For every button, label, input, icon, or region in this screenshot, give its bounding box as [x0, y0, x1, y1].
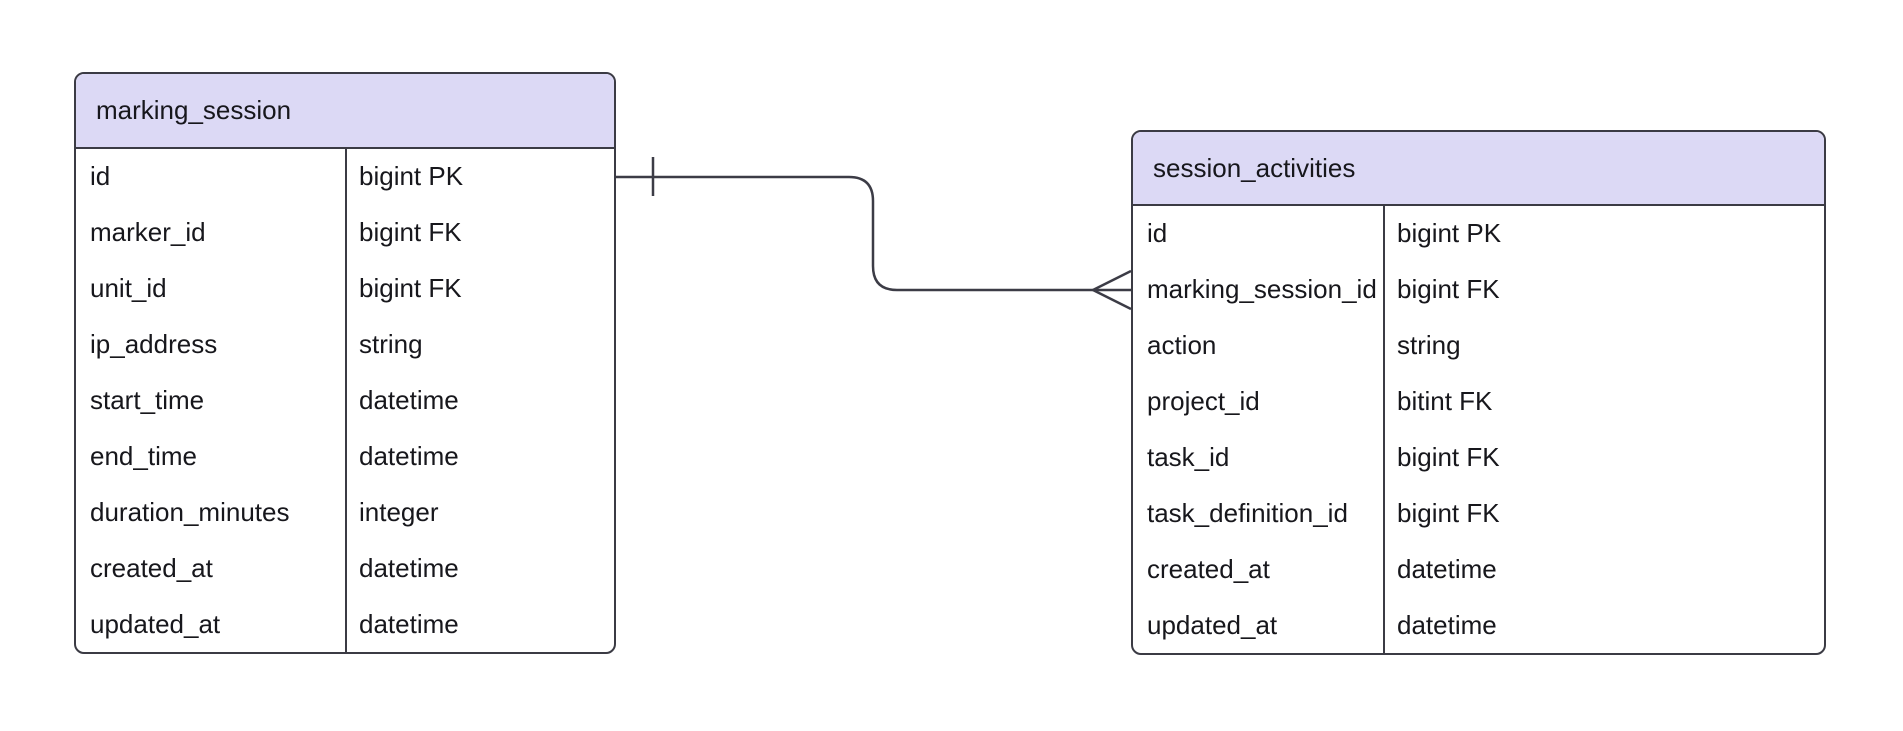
- column-name: project_id: [1147, 386, 1260, 417]
- column-type: datetime: [345, 428, 614, 485]
- column-name: updated_at: [90, 608, 221, 639]
- column-name: updated_at: [1147, 609, 1278, 640]
- column-type: bigint FK: [1383, 261, 1824, 318]
- column-name: ip_address: [90, 329, 218, 360]
- table-row: action string: [1133, 317, 1824, 374]
- table-row: marker_id bigint FK: [76, 204, 614, 261]
- column-name: start_time: [90, 384, 205, 415]
- table-title: marking_session: [96, 95, 292, 125]
- column-type: datetime: [345, 372, 614, 429]
- table-row: id bigint PK: [1133, 206, 1824, 262]
- table-marking-session[interactable]: marking_session id bigint PK marker_id b…: [74, 72, 616, 654]
- table-row: task_definition_id bigint FK: [1133, 485, 1824, 542]
- table-row: duration_minutes integer: [76, 484, 614, 541]
- column-name: id: [90, 161, 111, 192]
- column-type: bigint FK: [1383, 429, 1824, 486]
- column-type: string: [1383, 317, 1824, 374]
- table-row: unit_id bigint FK: [76, 260, 614, 317]
- table-body: id bigint PK marking_session_id bigint F…: [1133, 206, 1824, 653]
- column-name: task_id: [1147, 441, 1230, 472]
- table-row: ip_address string: [76, 316, 614, 373]
- column-type: bitint FK: [1383, 373, 1824, 430]
- table-row: project_id bitint FK: [1133, 373, 1824, 430]
- table-row: id bigint PK: [76, 149, 614, 205]
- table-body: id bigint PK marker_id bigint FK unit_id…: [76, 149, 614, 652]
- column-type: datetime: [1383, 597, 1824, 653]
- column-type: datetime: [1383, 541, 1824, 598]
- column-type: datetime: [345, 596, 614, 652]
- column-type: bigint PK: [345, 149, 614, 205]
- table-header[interactable]: marking_session: [76, 74, 614, 149]
- column-name: duration_minutes: [90, 496, 290, 527]
- column-name: task_definition_id: [1147, 497, 1348, 528]
- column-type: bigint PK: [1383, 206, 1824, 262]
- column-name: created_at: [1147, 553, 1270, 584]
- column-type: bigint FK: [345, 260, 614, 317]
- column-type: integer: [345, 484, 614, 541]
- table-header[interactable]: session_activities: [1133, 132, 1824, 206]
- column-name: marking_session_id: [1147, 274, 1377, 305]
- column-name: marker_id: [90, 217, 206, 248]
- table-row: created_at datetime: [1133, 541, 1824, 598]
- column-type: bigint FK: [1383, 485, 1824, 542]
- column-type: bigint FK: [345, 204, 614, 261]
- relationship-line: [616, 175, 1131, 292]
- table-row: created_at datetime: [76, 540, 614, 597]
- column-name: unit_id: [90, 273, 167, 304]
- table-row: task_id bigint FK: [1133, 429, 1824, 486]
- table-session-activities[interactable]: session_activities id bigint PK marking_…: [1131, 130, 1826, 655]
- table-row: end_time datetime: [76, 428, 614, 485]
- column-name: id: [1147, 218, 1168, 249]
- column-type: string: [345, 316, 614, 373]
- table-title: session_activities: [1153, 152, 1356, 183]
- column-name: end_time: [90, 440, 197, 471]
- table-row: updated_at datetime: [1133, 597, 1824, 653]
- many-marker-crowsfoot: [1092, 269, 1132, 311]
- table-row: updated_at datetime: [76, 596, 614, 652]
- column-name: created_at: [90, 552, 213, 583]
- column-type: datetime: [345, 540, 614, 597]
- column-name: action: [1147, 330, 1217, 361]
- table-row: marking_session_id bigint FK: [1133, 261, 1824, 318]
- table-row: start_time datetime: [76, 372, 614, 429]
